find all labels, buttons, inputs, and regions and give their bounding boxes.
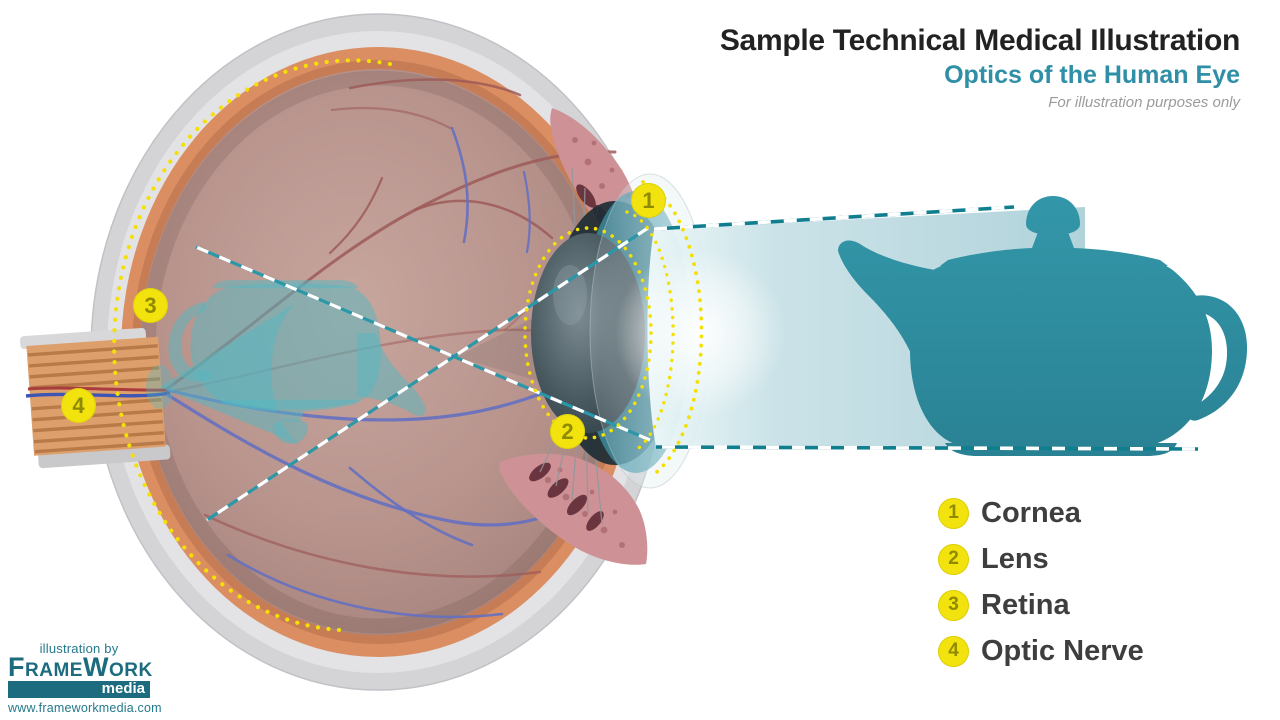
central-retinal-vessels	[25, 386, 171, 398]
legend-label: Cornea	[981, 496, 1081, 529]
anatomy-dotted-outlines	[523, 180, 704, 479]
cornea-light-glow	[615, 248, 785, 418]
logo-url: www.frameworkmedia.com	[8, 701, 162, 715]
legend-item-optic-nerve: 4 Optic Nerve	[938, 628, 1144, 674]
legend-badge: 1	[938, 497, 969, 529]
cornea-inner-dots	[625, 210, 675, 454]
disclaimer-text: For illustration purposes only	[1048, 94, 1240, 112]
logo-letters: RAME	[25, 660, 83, 681]
marker-lens: 2	[550, 414, 585, 449]
legend-item-cornea: 1 Cornea	[938, 490, 1144, 536]
legend-badge: 4	[938, 635, 969, 667]
logo-letter: F	[8, 652, 25, 682]
marker-retina: 3	[133, 288, 168, 323]
legend-number: 1	[948, 502, 959, 523]
framework-media-logo: illustration by FRAMEWORK media www.fram…	[8, 641, 162, 715]
marker-number: 1	[642, 187, 655, 213]
legend-badge: 2	[938, 543, 969, 575]
retinal-vessels	[166, 78, 617, 619]
logo-name: FRAMEWORK	[8, 654, 153, 683]
legend-label: Retina	[981, 588, 1070, 621]
legend-number: 4	[948, 640, 959, 661]
marker-cornea: 1	[631, 183, 666, 218]
legend-number: 2	[948, 548, 959, 569]
lens-highlight	[553, 265, 587, 325]
marker-optic-nerve: 4	[61, 388, 96, 423]
logo-letter: W	[82, 652, 109, 682]
cone-edge-top	[653, 205, 1015, 231]
legend-item-retina: 3 Retina	[938, 582, 1144, 628]
cornea-outer-dots	[641, 180, 704, 479]
cone-edge-bottom	[655, 445, 1199, 451]
legend-label: Lens	[981, 542, 1049, 575]
marker-number: 2	[561, 418, 574, 444]
marker-number: 4	[72, 392, 85, 418]
header: Sample Technical Medical Illustration Op…	[720, 24, 1240, 112]
logo-media-bar: media	[8, 681, 150, 698]
logo-credit: illustration by	[39, 641, 119, 656]
legend-number: 3	[948, 594, 959, 615]
legend-label: Optic Nerve	[981, 634, 1144, 667]
marker-number: 3	[144, 292, 157, 318]
legend-item-lens: 2 Lens	[938, 536, 1144, 582]
legend: 1 Cornea 2 Lens 3 Retina 4 Optic Nerve	[938, 490, 1144, 674]
logo-letters: ORK	[108, 660, 153, 681]
nerve-fiber-stripes	[27, 344, 165, 454]
refracted-rays	[195, 226, 651, 522]
lens-dots	[523, 226, 653, 440]
page-title: Sample Technical Medical Illustration	[719, 24, 1240, 57]
legend-badge: 3	[938, 589, 969, 621]
page-subtitle: Optics of the Human Eye	[944, 60, 1240, 89]
